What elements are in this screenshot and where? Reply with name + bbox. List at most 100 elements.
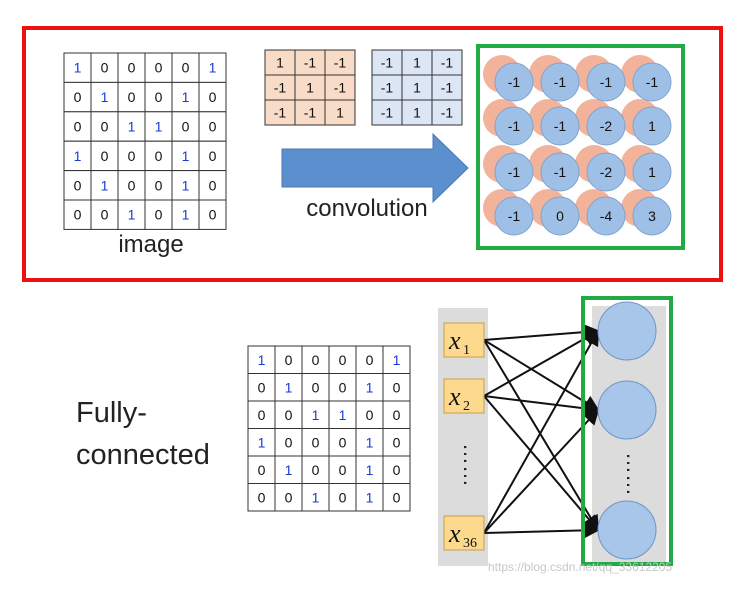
feature-map-value: 1	[648, 164, 656, 180]
fc-connection	[483, 408, 600, 534]
filter2-cell	[431, 49, 463, 76]
conv-image-value: 0	[209, 148, 217, 164]
feature-map-value: 0	[556, 208, 564, 224]
feature-map-circle	[632, 152, 672, 192]
conv-image-value: 1	[101, 177, 109, 193]
filter1-cell	[264, 74, 296, 101]
conv-image-value: 0	[101, 148, 109, 164]
fully-connected-label-line2: connected	[76, 439, 210, 471]
fc-output-neuron	[597, 301, 657, 361]
fc-image-value: 0	[339, 434, 347, 450]
fc-image-cell	[301, 428, 330, 457]
fc-image-value: 0	[339, 379, 347, 395]
conv-image-value: 0	[128, 148, 136, 164]
filter2-cell	[401, 74, 433, 101]
conv-image-cell	[198, 52, 227, 83]
conv-image-value: 0	[155, 177, 163, 193]
feature-map-circle	[494, 106, 534, 146]
fc-connection	[483, 324, 600, 341]
fc-image-value: 0	[258, 489, 266, 505]
fc-image-cell	[382, 428, 411, 457]
conv-image-cell	[171, 111, 200, 142]
conv-image-value: 0	[74, 177, 82, 193]
filter2-cell	[401, 99, 433, 126]
conv-image-value: 0	[128, 60, 136, 76]
conv-image-cell	[171, 199, 200, 230]
filter1-cell	[324, 99, 356, 126]
fc-image-cell	[274, 483, 303, 512]
filter1-value: -1	[334, 55, 347, 71]
output-ellipsis: ……	[622, 452, 647, 496]
conv-image-value: 0	[209, 177, 217, 193]
fc-image-value: 0	[285, 434, 293, 450]
fc-image-value: 0	[312, 434, 320, 450]
conv-image-cell	[198, 81, 227, 113]
fc-input-subscript: 36	[463, 536, 477, 551]
conv-image-cell	[117, 170, 146, 201]
filter1-value: 1	[276, 55, 284, 71]
filter1-cell	[264, 99, 296, 126]
conv-image-value: 0	[155, 89, 163, 105]
feature-map-circle	[586, 62, 626, 102]
fc-image-value: 1	[339, 407, 347, 423]
fc-image-value: 0	[312, 352, 320, 368]
fc-image-cell	[328, 400, 357, 429]
fc-image-cell	[301, 373, 330, 402]
filter2-value: -1	[441, 80, 454, 96]
conv-image-value: 1	[182, 89, 190, 105]
feature-map-circle	[494, 62, 534, 102]
fc-image-value: 0	[285, 407, 293, 423]
fc-image-value: 0	[312, 462, 320, 478]
fc-image-value: 1	[312, 407, 320, 423]
fc-image-value: 0	[258, 407, 266, 423]
fc-connection	[483, 330, 600, 397]
conv-image-value: 0	[209, 207, 217, 223]
feature-map-value: -1	[646, 74, 659, 90]
filter1-value: -1	[274, 105, 287, 121]
conv-image-value: 1	[182, 148, 190, 164]
fc-image-value: 0	[312, 379, 320, 395]
conv-image-value: 1	[155, 119, 163, 135]
conv-image-cell	[171, 140, 200, 172]
fc-image-value: 0	[285, 489, 293, 505]
fc-image-cell	[355, 373, 384, 402]
fc-connection	[483, 395, 600, 532]
feature-map-box	[476, 44, 685, 250]
feature-map-value: -1	[554, 118, 567, 134]
fc-output-neuron	[597, 380, 657, 440]
fc-image-value: 1	[258, 434, 266, 450]
conv-image-cell	[90, 140, 119, 172]
fc-image-cell	[328, 455, 357, 484]
filter1-cell	[294, 74, 326, 101]
fc-input-box	[443, 378, 485, 414]
feature-map-value: -4	[600, 208, 613, 224]
convolution-label: convolution	[306, 195, 427, 222]
filter1-value: -1	[334, 80, 347, 96]
fc-connection	[483, 339, 600, 412]
fc-image-value: 0	[285, 352, 293, 368]
filter2-value: 1	[413, 80, 421, 96]
fc-image-value: 1	[366, 434, 374, 450]
conv-image-value: 0	[209, 89, 217, 105]
fc-image-value: 1	[312, 489, 320, 505]
conv-image-cell	[90, 81, 119, 113]
feature-map-circle	[632, 196, 672, 236]
fc-image-cell	[355, 345, 384, 374]
fc-image-value: 0	[393, 489, 401, 505]
fc-image-cell	[328, 373, 357, 402]
conv-image-value: 0	[101, 60, 109, 76]
fc-image-value: 1	[366, 462, 374, 478]
fc-image-cell	[328, 428, 357, 457]
fc-image-cell	[274, 428, 303, 457]
feature-map-value: -1	[600, 74, 613, 90]
fc-connection	[483, 522, 600, 539]
conv-image-value: 0	[209, 119, 217, 135]
conv-image-value: 0	[101, 119, 109, 135]
fc-image-value: 0	[258, 379, 266, 395]
